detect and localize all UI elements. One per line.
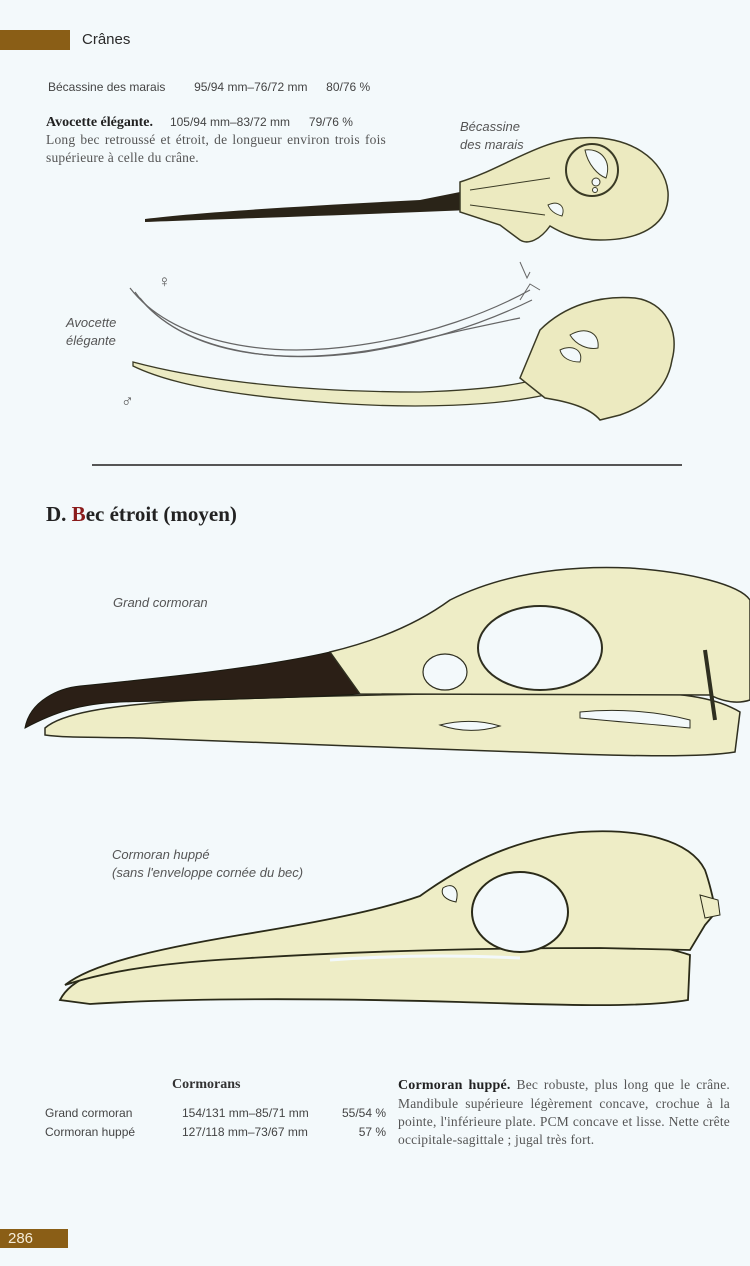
cormorans-table-title: Cormorans <box>172 1077 241 1092</box>
table-row: Grand cormoran 154/131 mm–85/71 mm 55/54… <box>45 1103 386 1122</box>
measurements: 154/131 mm–85/71 mm <box>182 1105 309 1120</box>
grand-cormoran-skull-illustration <box>24 566 750 757</box>
avocette-ratio: 79/76 % <box>308 115 353 129</box>
cormoran-huppe-name: Cormoran huppé. <box>398 1078 511 1093</box>
chapter-color-tab <box>0 30 70 50</box>
avocette-measurements: 105/94 mm–83/72 mm <box>169 115 290 129</box>
measurements: 127/118 mm–73/67 mm <box>182 1124 308 1139</box>
table-row: Cormoran huppé 127/118 mm–73/67 mm 57 % <box>45 1122 386 1141</box>
page-number: 286 <box>0 1229 68 1248</box>
female-symbol-icon: ♀ <box>158 272 171 291</box>
running-header: Crânes <box>82 31 131 48</box>
section-divider <box>92 464 682 466</box>
species-name: Cormoran huppé <box>45 1124 136 1139</box>
avocette-name: Avocette élégante. <box>46 115 154 130</box>
ratio: 80/76 % <box>326 80 371 94</box>
becassine-skull-illustration <box>145 136 669 243</box>
cormoran-huppe-skull-illustration <box>58 830 721 1007</box>
cormoran-huppe-text: Bec robuste, plus long que le crâne. Man… <box>398 1077 730 1147</box>
ratio: 55/54 % <box>342 1105 387 1120</box>
cormorans-table: Grand cormoran 154/131 mm–85/71 mm 55/54… <box>45 1103 386 1141</box>
becassine-caption: Bécassine des marais <box>460 119 524 152</box>
avocette-caption: Avocette élégante <box>66 315 117 348</box>
measurements: 95/94 mm–76/72 mm <box>194 80 308 94</box>
cormoran-huppe-caption: Cormoran huppé (sans l'enveloppe cornée … <box>112 847 304 880</box>
avocette-skull-illustration <box>129 261 675 421</box>
ratio: 57 % <box>358 1124 387 1139</box>
becassine-measure-row: Bécassine des marais 95/94 mm–76/72 mm 8… <box>48 80 370 94</box>
avocette-description: Long bec retroussé et étroit, de longueu… <box>46 132 386 165</box>
grand-cormoran-caption: Grand cormoran <box>113 595 208 610</box>
male-symbol-icon: ♂ <box>121 392 134 411</box>
cormoran-huppe-description: Cormoran huppé. Bec robuste, plus long q… <box>398 1076 730 1149</box>
species-name: Bécassine des marais <box>48 80 166 94</box>
section-heading: D. Bec étroit (moyen) <box>46 502 237 526</box>
avocette-entry: Avocette élégante. 105/94 mm–83/72 mm 79… <box>46 113 386 167</box>
species-name: Grand cormoran <box>45 1105 133 1120</box>
